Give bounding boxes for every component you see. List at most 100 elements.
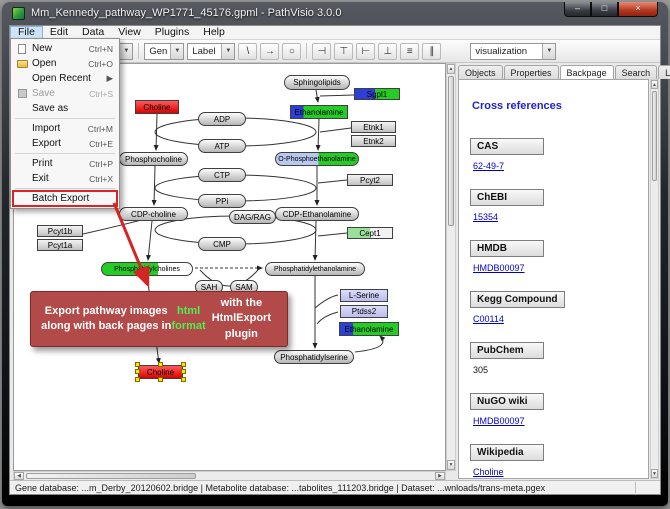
menu-plugins[interactable]: Plugins [154,26,190,38]
titlebar[interactable]: Mm_Kennedy_pathway_WP1771_45176.gpml - P… [2,2,668,25]
pathway-node-dag[interactable]: DAG/RAG [229,210,276,224]
pathway-node-etnk2[interactable]: Etnk2 [351,135,396,147]
selection-handle[interactable] [181,362,186,367]
backpage-link[interactable]: Choline [473,467,504,477]
menu-data[interactable]: Data [82,26,105,38]
backpage-link[interactable]: 15354 [473,212,499,222]
pathway-node-etnk1[interactable]: Etnk1 [351,121,396,133]
selection-handle[interactable] [157,362,163,367]
datanode-type-dropdown[interactable]: Gen ▼ [144,42,185,60]
tab-backpage[interactable]: Backpage [559,65,614,79]
pathway-node-ethanolamine-lower[interactable]: Ethanolamine [339,322,399,336]
backpage-link[interactable]: 62-49-7 [473,161,505,171]
label-tool-dropdown[interactable]: Label ▼ [187,42,236,60]
scroll-down-button[interactable]: ▼ [651,469,658,478]
sidebar-scrollbar[interactable]: ▲ ▼ [650,79,659,479]
backpage-link[interactable]: HMDB00097 [473,263,525,273]
scroll-left-button[interactable]: ◀ [14,472,24,480]
scrollbar-thumb[interactable] [448,76,454,226]
pathway-node-cdp-choline[interactable]: CDP-choline [119,207,188,221]
pathway-node-cept1[interactable]: Cept1 [347,227,393,239]
distribute-vertical-button[interactable]: ∥ [422,42,442,60]
scroll-up-button[interactable]: ▲ [651,80,658,89]
pathway-node-pcyt1a[interactable]: Pcyt1a [37,239,83,251]
visualization-dropdown[interactable]: visualization ▼ [470,42,557,60]
menu-edit[interactable]: Edit [49,26,69,38]
pathway-node-adp[interactable]: ADP [198,112,246,126]
scroll-up-button[interactable]: ▲ [447,64,455,74]
menu-view[interactable]: View [118,26,141,38]
align-left-button[interactable]: ⊣ [312,42,332,60]
pathway-node-l-serine[interactable]: L-Serine [340,289,388,302]
shape-tool-button[interactable]: ○ [282,42,302,60]
distribute-horizontal-button[interactable]: ≡ [400,42,420,60]
selection-handle[interactable] [135,377,140,382]
selection-handle[interactable] [135,362,140,367]
tab-properties[interactable]: Properties [503,65,559,79]
backpage-link[interactable]: HMDB00097 [473,416,525,426]
pathway-node-ctp[interactable]: CTP [198,168,246,182]
pathway-node-phosphatidylcholines[interactable]: Phosphatidylcholines [101,262,193,276]
pathway-node-o-phosphoethanolamine[interactable]: O-Phosphoethanolamine [275,152,359,166]
pathway-node-cmp[interactable]: CMP [198,237,246,251]
line-tool-button[interactable]: \ [238,42,258,60]
file-menu-item-save-as[interactable]: Save as [13,101,117,116]
backpage-link[interactable]: C00114 [473,314,504,324]
status-resize-grip[interactable] [635,482,659,493]
chevron-down-icon[interactable]: ▼ [119,43,133,59]
arrow-tool-button[interactable]: → [260,42,280,60]
selection-handle[interactable] [181,369,186,374]
scrollbar-thumb[interactable] [652,91,657,181]
scroll-down-button[interactable]: ▼ [447,460,455,470]
chevron-down-icon[interactable]: ▼ [542,43,556,59]
scroll-right-button[interactable]: ▶ [435,472,445,480]
tab-legend[interactable]: Legend [658,65,670,79]
pathway-node-atp[interactable]: ATP [198,139,246,153]
chevron-down-icon[interactable]: ▼ [221,43,235,59]
file-menu-item-open-recent[interactable]: Open Recent▶ [13,71,117,86]
pathway-node-phosphatidylethanolamine[interactable]: Phosphatidylethanolamine [265,262,365,276]
selection-handle[interactable] [135,369,140,374]
pathway-node-choline-top[interactable]: Choline [135,100,179,114]
pathway-node-phosphatidylserine[interactable]: Phosphatidylserine [274,350,354,364]
canvas-vertical-scrollbar[interactable]: ▲ ▼ [446,63,456,471]
annotation-callout: Export pathway images along with back pa… [30,291,288,347]
chevron-down-icon[interactable]: ▼ [170,43,184,59]
minimize-button[interactable]: – [564,2,591,17]
pathway-node-ethanolamine-top[interactable]: Ethanolamine [290,105,348,119]
tab-objects[interactable]: Objects [458,65,503,79]
pathway-node-phosphocholine[interactable]: Phosphocholine [119,152,188,166]
statusbar: Gene database: ...m_Derby_20120602.bridg… [10,480,660,494]
menu-item-icon-slot [15,89,29,98]
pathway-node-pcyt1b[interactable]: Pcyt1b [37,225,83,237]
pathway-node-cdp-ethanolamine[interactable]: CDP-Ethanolamine [275,207,359,221]
backpage-section-header: HMDB [470,240,544,257]
file-menu-item-batch-export[interactable]: Batch Export [12,190,118,207]
backpage-section-header: Wikipedia [470,444,544,461]
datanode-type-value: Gen [149,45,168,57]
maximize-button[interactable]: □ [591,2,618,17]
align-top-button[interactable]: ⊤ [334,42,354,60]
align-bottom-button[interactable]: ⊥ [378,42,398,60]
pathway-node-pcyt2[interactable]: Pcyt2 [347,174,393,186]
selection-handle[interactable] [181,377,186,382]
menu-help[interactable]: Help [203,26,225,38]
pathway-node-sgpl1[interactable]: Sgpl1 [354,88,400,100]
selection-handle[interactable] [157,377,163,382]
pathway-node-ppi[interactable]: PPi [198,194,246,208]
pathway-node-sphingolipids[interactable]: Sphingolipids [284,75,350,90]
tab-search[interactable]: Search [614,65,658,79]
pathway-node-ptdss2[interactable]: Ptdss2 [340,305,388,318]
close-button[interactable]: × [618,2,658,17]
scrollbar-thumb[interactable] [26,473,196,479]
pathway-node-sam[interactable]: SAM [230,280,258,294]
align-right-button[interactable]: ⊢ [356,42,376,60]
